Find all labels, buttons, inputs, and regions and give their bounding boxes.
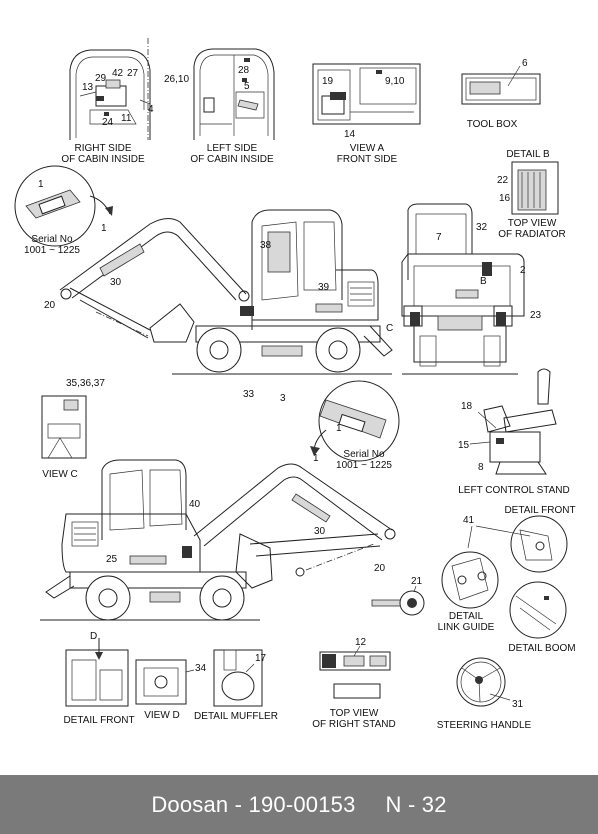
detail-circles-group: DETAIL FRONT 41 DETAIL LINK GUIDE DETAIL… [438, 505, 576, 654]
part-number-8: 8 [478, 462, 484, 473]
top-view-right-stand: 12 TOP VIEW OF RIGHT STAND [312, 637, 396, 730]
view-c-label: VIEW C [42, 469, 78, 480]
part-number-19: 19 [322, 76, 334, 87]
detail-boom-label: DETAIL BOOM [508, 643, 575, 654]
part-number-20-mid: 20 [374, 563, 386, 574]
part-number-13: 13 [82, 82, 94, 93]
part-number-1-boom-mid: 1 [313, 453, 319, 464]
steering-handle-label: STEERING HANDLE [437, 720, 532, 731]
page-footer: Doosan - 190-00153 N - 32 [0, 775, 598, 834]
part-number-40: 40 [189, 499, 201, 510]
detail-b-radiator-view: DETAIL B 22 16 TOP VIEW OF RADIATOR [497, 149, 566, 240]
serial-range-label-top: 1001 ~ 1225 [24, 245, 80, 256]
view-c: 35,36,37 VIEW C [41, 378, 105, 480]
right-side-label: RIGHT SIDE [74, 143, 131, 154]
detail-muffler-view: 17 DETAIL MUFFLER [194, 649, 278, 722]
left-control-stand-label: LEFT CONTROL STAND [458, 485, 570, 496]
right-side-label-2: OF CABIN INSIDE [61, 154, 145, 165]
detail-link-guide-label-2: LINK GUIDE [438, 622, 495, 633]
tool-box-label: TOOL BOX [467, 119, 518, 130]
part-number-24: 24 [102, 117, 114, 128]
part-number-20-top: 20 [44, 300, 56, 311]
letter-d: D [90, 631, 97, 642]
part-number-4: 4 [148, 104, 154, 115]
detail-muffler-label: DETAIL MUFFLER [194, 711, 278, 722]
part-number-29: 29 [95, 73, 107, 84]
part-number-6: 6 [522, 58, 528, 69]
footer-text: Doosan - 190-00153 N - 32 [0, 775, 598, 834]
part-number-23: 23 [530, 310, 542, 321]
part-number-1-boom-top: 1 [101, 223, 107, 234]
left-side-label: LEFT SIDE [207, 143, 258, 154]
serial-range-label-mid: 1001 ~ 1225 [336, 460, 392, 471]
part-number-9-10: 9,10 [385, 76, 405, 87]
part-number-21: 21 [411, 576, 423, 587]
view-a-front-side: 19 9,10 14 VIEW A FRONT SIDE [312, 63, 421, 165]
steering-handle-view: 31 STEERING HANDLE [437, 657, 532, 731]
top-view-right-stand-label: TOP VIEW [330, 708, 379, 719]
excavator-side-view-mid: 1 40 30 20 25 [40, 453, 396, 621]
left-control-stand-view: 18 15 8 LEFT CONTROL STAND [458, 368, 570, 496]
excavator-side-view-top: 1 Serial No 1001 ~ 1225 1 [14, 165, 393, 404]
view-a-label: VIEW A [350, 143, 385, 154]
part-number-34: 34 [195, 663, 207, 674]
part-number-2: 2 [520, 265, 526, 276]
parts-diagram: 29 42 27 13 4 11 24 RIGHT SIDE OF CABIN … [14, 38, 576, 731]
view-a-label-2: FRONT SIDE [337, 154, 398, 165]
part-number-12: 12 [355, 637, 367, 648]
part-number-28: 28 [238, 65, 250, 76]
part-number-41: 41 [463, 515, 475, 526]
view-d: 34 VIEW D [135, 659, 207, 721]
part-number-5: 5 [244, 81, 250, 92]
diagram-svg: 29 42 27 13 4 11 24 RIGHT SIDE OF CABIN … [14, 38, 576, 731]
part-number-16: 16 [499, 193, 511, 204]
left-side-cabin-inside-view: 26,10 28 5 LEFT SIDE OF CABIN INSIDE [164, 48, 275, 165]
part-number-30-mid: 30 [314, 526, 326, 537]
knob-part-21: 21 [371, 576, 425, 616]
part-number-11: 11 [121, 113, 132, 124]
serial-no-label-top: Serial No [31, 234, 73, 245]
detail-front-top-label: DETAIL FRONT [504, 505, 575, 516]
left-side-label-2: OF CABIN INSIDE [190, 154, 274, 165]
serial-no-label-mid: Serial No [343, 449, 385, 460]
part-number-32: 32 [476, 222, 488, 233]
detail-front-bottom-label: DETAIL FRONT [63, 715, 134, 726]
part-number-38: 38 [260, 240, 272, 251]
part-number-25: 25 [106, 554, 118, 565]
footer-model: Doosan - 190-00153 [151, 792, 356, 817]
part-number-39: 39 [318, 282, 330, 293]
part-number-7: 7 [436, 232, 442, 243]
detail-b-label: DETAIL B [506, 149, 550, 160]
part-number-42: 42 [112, 68, 124, 79]
part-number-15: 15 [458, 440, 470, 451]
serial-plate-callout-mid: 1 Serial No 1001 ~ 1225 [310, 380, 400, 471]
letter-c-top: C [386, 323, 393, 334]
footer-page-number: N - 32 [385, 792, 447, 817]
part-number-22: 22 [497, 175, 509, 186]
detail-front-bottom-view: D DETAIL FRONT [63, 631, 134, 726]
top-view-radiator-label: TOP VIEW [508, 218, 557, 229]
top-view-radiator-label-2: OF RADIATOR [498, 229, 565, 240]
part-number-14: 14 [344, 129, 356, 140]
tool-box-view: 6 TOOL BOX [461, 58, 541, 130]
right-side-cabin-inside-view: 29 42 27 13 4 11 24 RIGHT SIDE OF CABIN … [61, 38, 154, 165]
part-number-3: 3 [280, 393, 286, 404]
part-number-1-callout-mid: 1 [336, 423, 342, 434]
part-number-18: 18 [461, 401, 473, 412]
view-d-label: VIEW D [144, 710, 180, 721]
part-number-1-callout-top: 1 [38, 179, 44, 190]
part-number-27: 27 [127, 68, 139, 79]
part-number-35-36-37: 35,36,37 [66, 378, 105, 389]
part-number-33: 33 [243, 389, 255, 400]
top-view-right-stand-label-2: OF RIGHT STAND [312, 719, 396, 730]
letter-b-rear: B [480, 276, 487, 287]
part-number-17: 17 [255, 653, 267, 664]
excavator-rear-view: 7 32 2 B 23 [401, 203, 542, 375]
detail-link-guide-label: DETAIL [449, 611, 484, 622]
part-number-31: 31 [512, 699, 524, 710]
part-number-30-top: 30 [110, 277, 122, 288]
part-number-26-10: 26,10 [164, 74, 189, 85]
